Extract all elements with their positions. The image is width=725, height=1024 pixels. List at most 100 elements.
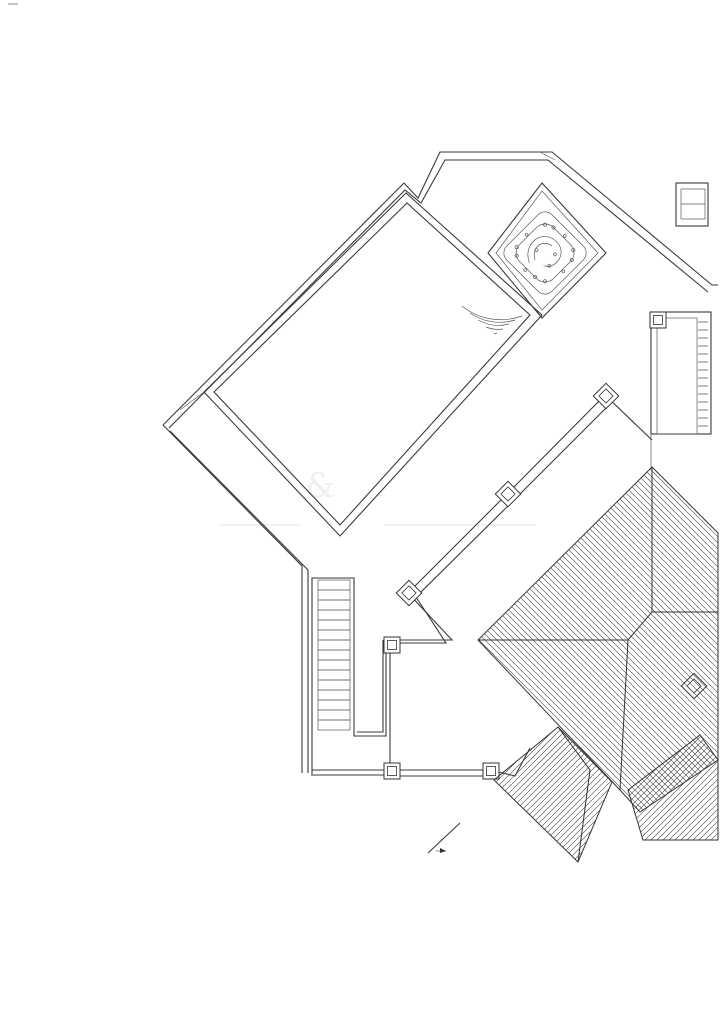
roof-hatch-line <box>670 467 718 812</box>
roof-hatch-line <box>5 460 365 820</box>
roof-hatch-line <box>669 735 718 840</box>
roof-hatch-line <box>300 720 450 870</box>
roof-hatch-line <box>628 735 718 840</box>
stair-left <box>317 579 351 731</box>
roof-hatch-line <box>246 720 396 870</box>
roof-hatch-line <box>222 720 372 870</box>
roof-hatch-line <box>660 720 725 870</box>
roof-hatch-line <box>494 727 547 862</box>
pool-terrace <box>162 151 718 773</box>
roof-hatch-line <box>633 735 718 840</box>
roof-hatch-line <box>448 730 563 845</box>
roof-hatch-line <box>575 727 612 862</box>
roof-hatch-line <box>628 735 696 840</box>
roof-hatch-line <box>720 720 725 870</box>
roof-hatch-line <box>494 727 583 862</box>
roof-hatch-line <box>569 727 612 862</box>
roof-hatch-line <box>264 720 414 870</box>
roof-hatch-line <box>494 727 607 862</box>
pillar <box>592 382 620 410</box>
roof-hatch-line <box>324 720 474 870</box>
roof-hatch-line <box>430 730 545 845</box>
roof-hatch-line <box>636 720 725 870</box>
roof-hatch-line <box>502 730 617 845</box>
roof-hatch-line <box>0 460 239 820</box>
roof-hatch-line <box>0 460 353 820</box>
roof-hatch-line <box>472 730 587 845</box>
roof-hatch-line <box>0 460 323 820</box>
roof-hatch-line <box>494 727 612 862</box>
roof-hatch-line <box>628 735 708 840</box>
roof-hatch-line <box>494 727 595 862</box>
roof-hatch-line <box>270 720 420 870</box>
roof-hatch-line <box>11 460 371 820</box>
roof-hatch-line <box>0 460 335 820</box>
roof-hatch-line <box>557 727 612 862</box>
roof-hatch-line <box>252 720 402 870</box>
roof-hatch-line <box>628 735 630 840</box>
roof-hatch-line <box>412 730 527 845</box>
roof-hatch-line <box>478 467 654 812</box>
roof-hatch-line <box>494 727 553 862</box>
roof-hatch-line <box>216 720 366 870</box>
roof-hatch-line <box>527 727 612 862</box>
roof-hatch-line <box>494 727 612 862</box>
roof-hatch-line <box>574 467 718 812</box>
roof-hatch-line <box>400 730 515 845</box>
roof-hatch-line <box>604 467 718 812</box>
swimming-pool <box>203 192 543 537</box>
roof-hatch-line <box>675 735 718 840</box>
roof-hatch-line <box>47 460 407 820</box>
pillar <box>395 579 423 607</box>
roof-hatch-line <box>0 460 347 820</box>
roof-hatch-line <box>330 720 480 870</box>
roof-hatch-line <box>708 720 725 870</box>
roof-hatch-line <box>276 720 426 870</box>
pillar <box>680 672 708 700</box>
roof-hatch-line <box>288 720 438 870</box>
roof-hatch-line <box>0 460 227 820</box>
roof-hatch-line <box>639 735 718 840</box>
roof-hatch-line <box>521 727 612 862</box>
roof-hatch-line <box>294 720 444 870</box>
roof-hatch-line <box>282 720 432 870</box>
roof-hatch-line <box>634 467 718 812</box>
roof-hatch-line <box>599 727 612 862</box>
roof-hatch-line <box>628 735 660 840</box>
roof-hatch-line <box>494 727 517 862</box>
roof-hatch-line <box>568 467 718 812</box>
roof-hatch-line <box>538 467 718 812</box>
roof-hatch-line <box>580 467 718 812</box>
roof-hatch-line <box>494 727 559 862</box>
roof-hatch-line <box>610 467 718 812</box>
roof-hatch-line <box>0 460 341 820</box>
roof-hatch-line <box>0 460 287 820</box>
roof-hatch-line <box>418 730 533 845</box>
roof-hatch-line <box>628 735 684 840</box>
roof-hatch-line <box>681 735 718 840</box>
roof-hatch-line <box>342 720 492 870</box>
roof-hatch-line <box>478 730 593 845</box>
roof-hatch-line <box>336 720 486 870</box>
roof-hatch-line <box>234 720 384 870</box>
roof-hatch-line <box>312 720 462 870</box>
roof-hatch-line <box>551 727 612 862</box>
roof-hatch-line <box>494 727 571 862</box>
roof-hatch-line <box>651 735 718 840</box>
pillars <box>383 311 708 780</box>
roof-hatch-line <box>494 727 535 862</box>
roof-hatch-line <box>503 727 612 862</box>
roof-hatch-line <box>0 460 311 820</box>
roof-hatch-line <box>494 727 511 862</box>
roof-hatch-line <box>494 727 589 862</box>
roof-hatch-line <box>672 720 725 870</box>
roof-main <box>0 460 719 820</box>
roof-hatch-line <box>65 460 425 820</box>
roof-hatch-line <box>494 727 523 862</box>
roof-hatch-line <box>0 460 245 820</box>
roof-hatch-line <box>658 467 718 812</box>
roof-hatch-line <box>598 467 718 812</box>
roof-hatch-line <box>494 727 612 862</box>
roof-hatch-line <box>645 735 718 840</box>
